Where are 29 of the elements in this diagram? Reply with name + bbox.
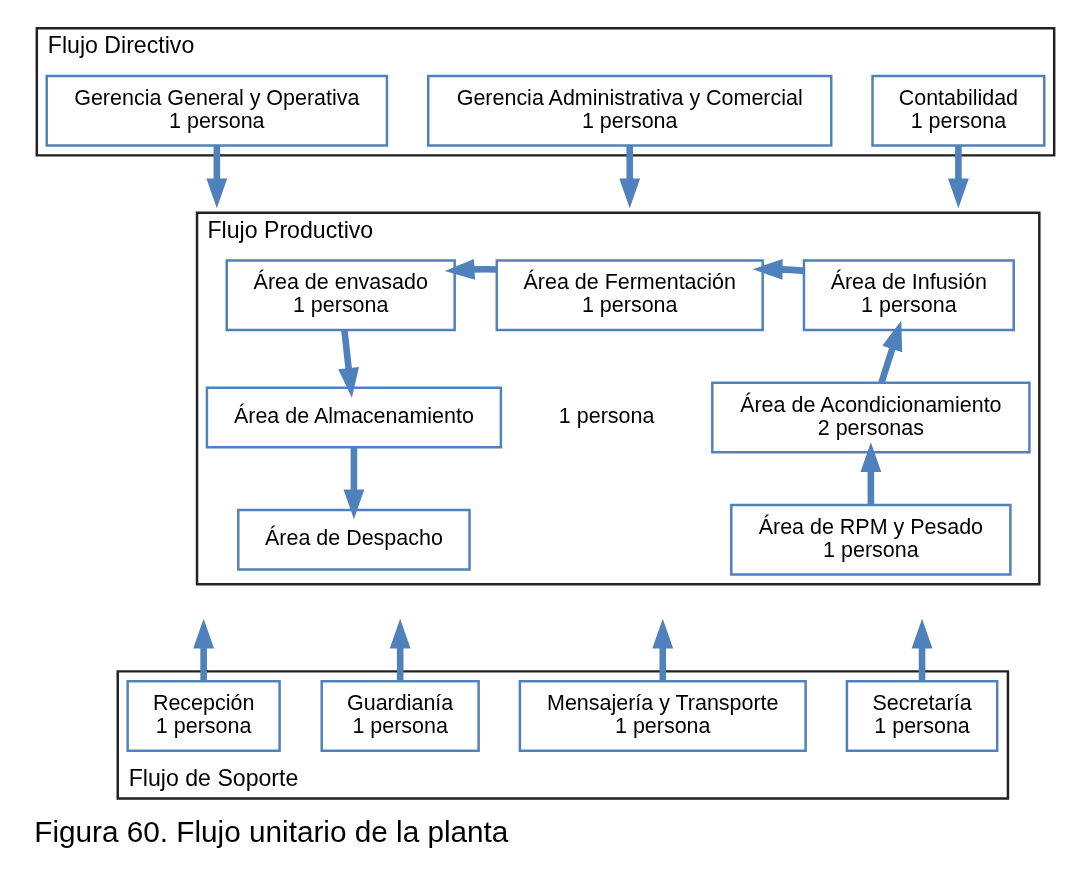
node-box: Mensajería y Transporte 1 persona xyxy=(518,680,807,752)
node-box: Área de Despacho xyxy=(236,508,471,571)
arrow xyxy=(651,618,673,682)
node-box: Guardianía 1 persona xyxy=(319,680,480,752)
arrow xyxy=(343,447,364,520)
arrow xyxy=(859,442,881,505)
arrow xyxy=(337,329,359,398)
label: 1 persona xyxy=(558,404,654,429)
arrow xyxy=(752,259,804,280)
arrow xyxy=(877,320,902,384)
node-box: Área de Fermentación 1 persona xyxy=(495,259,764,332)
node-box: Gerencia Administrativa y Comercial 1 persona xyxy=(426,74,832,147)
node-box: Recepción 1 persona xyxy=(125,680,281,752)
node-box: Área de envasado 1 persona xyxy=(225,259,456,332)
arrow xyxy=(389,618,411,682)
arrow xyxy=(618,145,640,209)
node-box: Secretaría 1 persona xyxy=(845,680,998,752)
node-box: Área de Infusión 1 persona xyxy=(802,259,1015,332)
arrow xyxy=(192,618,214,682)
node-box: Área de Acondicionamiento 2 personas xyxy=(710,381,1031,454)
arrow xyxy=(444,258,496,280)
node-box: Área de RPM y Pesado 1 persona xyxy=(729,503,1012,576)
arrow xyxy=(911,618,932,682)
arrow xyxy=(947,145,969,209)
node-box: Contabilidad 1 persona xyxy=(870,74,1045,147)
node-box: Gerencia General y Operativa 1 persona xyxy=(45,74,388,147)
caption: Figura 60. Flujo unitario de la planta xyxy=(33,815,508,849)
node-box: Área de Almacenamiento xyxy=(205,386,502,449)
arrow xyxy=(205,145,227,209)
